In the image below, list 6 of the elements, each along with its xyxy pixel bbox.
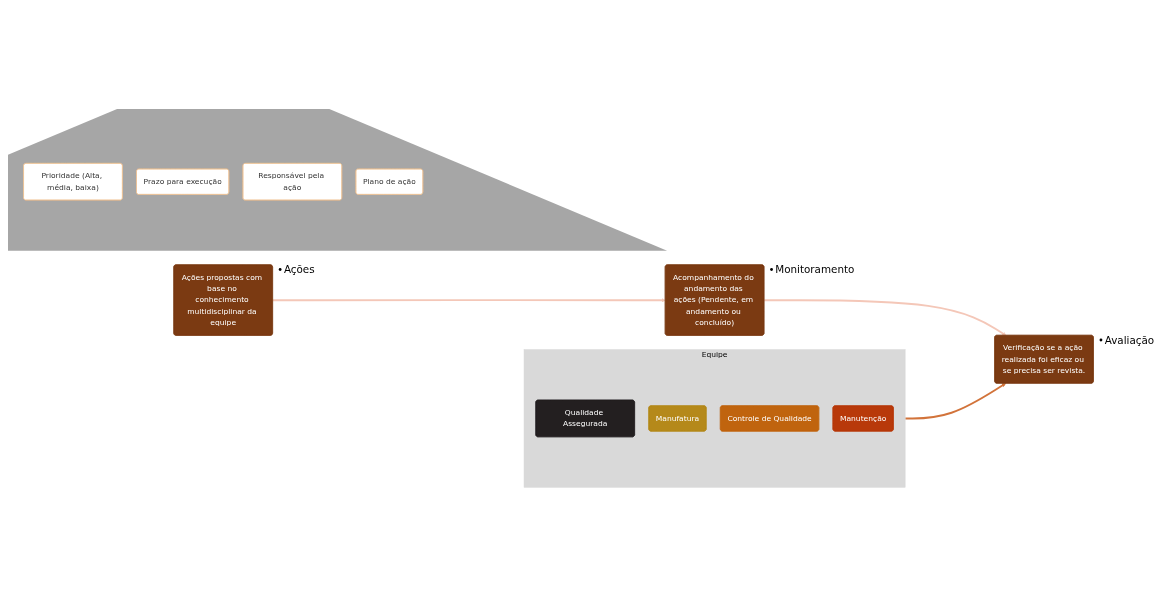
stage-label: Ações [283, 263, 315, 276]
arrow [271, 298, 666, 303]
stage-label: Monitoramento [775, 263, 855, 276]
arrow [904, 383, 1007, 420]
arrow [763, 299, 1007, 337]
stage-label: Avaliação [1104, 334, 1155, 347]
